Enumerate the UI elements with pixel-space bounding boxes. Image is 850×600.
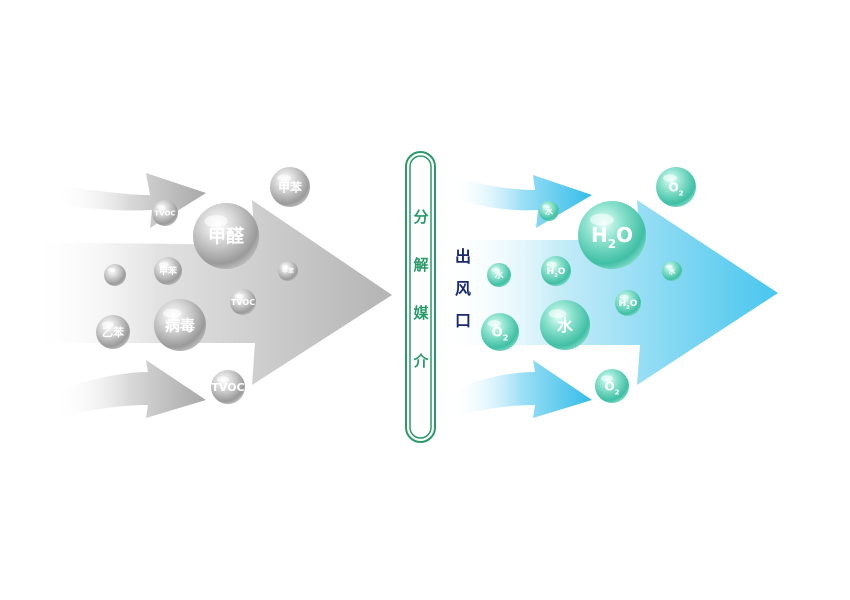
product-label: O2 (492, 326, 509, 343)
pollutant-label: TVOC (211, 381, 244, 394)
product-bubble: O2 (481, 313, 519, 351)
product-bubble: 水 (540, 300, 590, 350)
product-bubble: H2O (578, 201, 646, 269)
clean-main-arrow (440, 200, 778, 385)
pollutant-label: 甲醛 (208, 225, 245, 247)
pollutant-bubble: 甲苯 (154, 257, 182, 285)
decomposition-medium-panel: 分 解 媒 介 (405, 151, 436, 443)
pollutant-bubble: TVOC (211, 370, 245, 404)
product-label: H2O (619, 299, 638, 311)
product-bubble: H2O (541, 256, 571, 286)
product-bubble: O2 (595, 369, 629, 403)
clean-curved-arrow-bottom (450, 360, 592, 418)
outlet-label-char: 口 (455, 311, 471, 330)
air-outlet-label: 出 风 口 (455, 247, 471, 330)
pollutant-label: 病毒 (165, 316, 195, 334)
pollutant-bubble: 甲苯 (270, 167, 310, 207)
product-label: 水 (494, 269, 504, 281)
product-label: O2 (604, 379, 619, 396)
product-label: H2O (591, 223, 633, 251)
pollutant-bubble: 甲醛 (193, 203, 259, 269)
product-bubble: 水 (487, 263, 511, 287)
product-label: 水 (557, 316, 574, 335)
pollutant-label: 甲苯 (282, 267, 295, 275)
pollutant-label: 甲苯 (278, 179, 303, 194)
product-bubble: O2 (656, 167, 696, 207)
outlet-label-char: 出 (455, 247, 471, 266)
product-bubble: H2O (615, 290, 641, 316)
pollutant-bubble: 甲苯 (278, 261, 298, 281)
pollutant-label: TVOC (154, 210, 175, 218)
pollutant-bubbles: 甲苯TVOC甲醛甲苯甲苯TVOC乙苯病毒TVOC (96, 167, 310, 404)
clean-curved-arrow-top (450, 175, 592, 228)
medium-label-char: 媒 (413, 304, 429, 322)
outlet-label-char: 风 (455, 279, 471, 298)
product-label: 水 (669, 267, 677, 276)
product-bubbles: O2 水 H2O 水 H2O 水 H2O O2 水 O2 (481, 167, 696, 403)
product-bubble: 水 (662, 261, 682, 281)
pollutant-bubble: TVOC (230, 289, 256, 315)
pollutant-bubble (104, 264, 126, 286)
pollutant-bubble: 病毒 (154, 299, 206, 351)
pollutant-bubble: TVOC (152, 200, 178, 226)
medium-label-char: 介 (412, 352, 429, 370)
pollutant-label: TVOC (231, 298, 255, 307)
pollutant-label: 甲苯 (159, 265, 178, 277)
polluted-curved-arrow-top (55, 173, 206, 228)
pollutant-label: 乙苯 (102, 325, 125, 339)
product-label: 水 (544, 206, 554, 216)
pollutant-bubble: 乙苯 (96, 315, 130, 349)
product-label: H2O (547, 267, 566, 279)
medium-label-char: 分 (413, 208, 428, 226)
medium-label-char: 解 (413, 256, 428, 274)
product-label: O2 (668, 180, 683, 197)
polluted-curved-arrow-bottom (55, 360, 206, 418)
clean-air-flow (440, 175, 778, 418)
product-bubble: 水 (539, 201, 559, 221)
